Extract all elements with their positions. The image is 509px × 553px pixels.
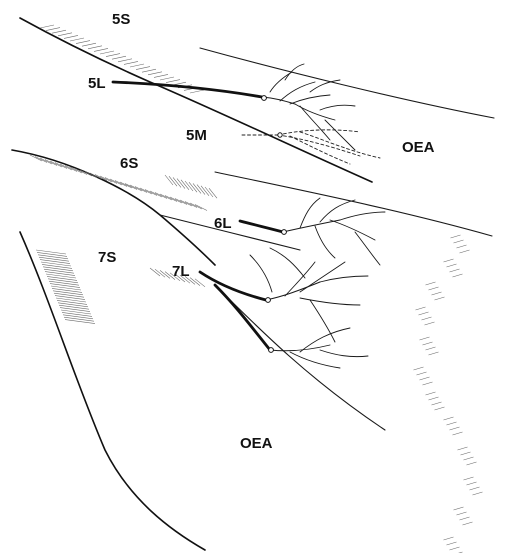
nerve-7l-lower-junction: [269, 348, 274, 353]
nerve-7l-upper-junction: [266, 298, 271, 303]
nerve-5m: [242, 130, 380, 164]
label-5m: 5M: [186, 127, 207, 144]
rib-5-outline: [20, 18, 494, 182]
label-5s: 5S: [112, 11, 130, 28]
nerve-5l-junction: [262, 96, 267, 101]
label-7l: 7L: [172, 263, 190, 280]
label-oea-lower: OEA: [240, 435, 273, 452]
nerve-5m-junction: [278, 133, 282, 137]
rib-7-shading: [36, 250, 205, 324]
label-7s: 7S: [98, 249, 116, 266]
nerve-7l: [200, 248, 368, 368]
label-6l: 6L: [214, 215, 232, 232]
label-6s: 6S: [120, 155, 138, 172]
muscle-edge-shading: [414, 235, 483, 553]
nerve-6l-junction: [282, 230, 287, 235]
label-5l: 5L: [88, 75, 106, 92]
nerve-5l: [113, 64, 355, 150]
nerve-6l: [240, 198, 385, 265]
rib-6-outline: [12, 150, 492, 265]
label-oea-upper: OEA: [402, 139, 435, 156]
